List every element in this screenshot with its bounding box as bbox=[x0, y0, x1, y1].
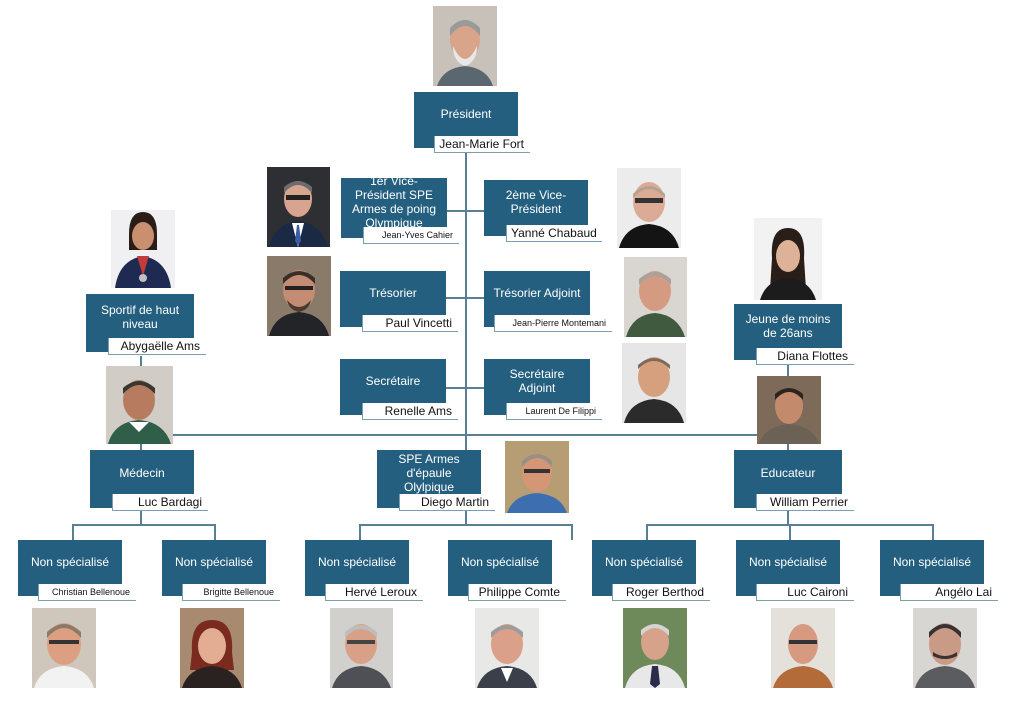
president-name: Jean-Marie Fort bbox=[434, 136, 530, 153]
educator-photo bbox=[757, 376, 821, 444]
member1-role: Non spécialisé bbox=[30, 555, 110, 569]
member6-photo bbox=[771, 608, 835, 688]
vp1-photo bbox=[267, 167, 330, 247]
member4-name: Philippe Comte bbox=[468, 584, 566, 601]
vp2-name: Yanné Chabaud bbox=[506, 225, 602, 242]
connector-center-drop bbox=[465, 510, 467, 526]
connector-m6 bbox=[789, 524, 791, 540]
treasurer-photo bbox=[267, 256, 331, 336]
secretary-adj-role: Secrétaire Adjoint bbox=[509, 367, 565, 395]
connector-right-drop bbox=[787, 510, 789, 526]
athlete-name: Abygaëlle Ams bbox=[108, 338, 206, 355]
vp1-role: 1er Vice-Président SPE Armes de poing Ol… bbox=[351, 174, 437, 230]
connector-main-horizontal bbox=[140, 434, 800, 436]
youth-name: Diana Flottes bbox=[756, 348, 854, 365]
member2-name: Brigitte Bellenoue bbox=[182, 584, 280, 601]
treasurer-role: Trésorier bbox=[369, 286, 417, 300]
vp2-photo bbox=[617, 168, 681, 248]
secretary-adj-photo bbox=[622, 343, 686, 423]
treasurer-name: Paul Vincetti bbox=[362, 315, 458, 332]
member6-role: Non spécialisé bbox=[748, 555, 828, 569]
member3-photo bbox=[330, 608, 393, 688]
member1-photo bbox=[32, 608, 96, 688]
member5-role: Non spécialisé bbox=[604, 555, 684, 569]
connector-m1 bbox=[72, 524, 74, 540]
secretary-role: Secrétaire bbox=[365, 374, 421, 388]
member4-role: Non spécialisé bbox=[460, 555, 540, 569]
member2-photo bbox=[180, 608, 244, 688]
connector-president-trunk bbox=[465, 150, 467, 436]
connector-m2 bbox=[214, 524, 216, 540]
youth-photo bbox=[754, 218, 822, 300]
treasurer-adj-name: Jean-Pierre Montemani bbox=[494, 315, 612, 332]
connector-spe-shoulder bbox=[465, 436, 467, 450]
connector-treasurer-row bbox=[446, 297, 486, 299]
spe-shoulder-role: SPE Armes d'épaule Olylpique bbox=[398, 452, 460, 494]
vp1-name: Jean-Yves Cahier bbox=[363, 227, 459, 244]
connector-m7 bbox=[932, 524, 934, 540]
athlete-photo bbox=[111, 200, 175, 288]
educator-role: Educateur bbox=[760, 466, 816, 480]
connector-left-drop bbox=[140, 510, 142, 526]
connector-vp-row bbox=[446, 210, 486, 212]
athlete-role: Sportif de haut niveau bbox=[100, 303, 180, 331]
member7-photo bbox=[913, 608, 977, 688]
connector-m4 bbox=[571, 524, 573, 540]
treasurer-adj-photo bbox=[624, 257, 687, 337]
doctor-name: Luc Bardagi bbox=[112, 494, 208, 511]
connector-left-branch bbox=[72, 524, 216, 526]
member2-role: Non spécialisé bbox=[174, 555, 254, 569]
connector-m3 bbox=[359, 524, 361, 540]
member3-role: Non spécialisé bbox=[317, 555, 397, 569]
member4-photo bbox=[475, 608, 539, 688]
connector-secretary-row bbox=[446, 387, 486, 389]
treasurer-adj-role: Trésorier Adjoint bbox=[493, 286, 581, 300]
president-photo bbox=[433, 6, 497, 86]
educator-name: William Perrier bbox=[756, 494, 854, 511]
president-role: Président bbox=[440, 107, 492, 121]
member5-name: Roger Berthod bbox=[612, 584, 710, 601]
secretary-name: Renelle Ams bbox=[362, 403, 458, 420]
vp2-role: 2ème Vice-Président bbox=[505, 188, 567, 216]
secretary-adj-name: Laurent De Filippi bbox=[506, 403, 602, 420]
youth-role: Jeune de moins de 26ans bbox=[745, 312, 831, 340]
member7-name: Angélo Lai bbox=[900, 584, 998, 601]
spe-shoulder-photo bbox=[505, 441, 569, 513]
connector-m5 bbox=[646, 524, 648, 540]
member1-name: Christian Bellenoue bbox=[38, 584, 136, 601]
member3-name: Hervé Leroux bbox=[325, 584, 423, 601]
doctor-role: Médecin bbox=[119, 466, 165, 480]
member7-role: Non spécialisé bbox=[892, 555, 972, 569]
member6-name: Luc Caironi bbox=[756, 584, 854, 601]
doctor-photo bbox=[106, 366, 173, 444]
spe-shoulder-name: Diego Martin bbox=[399, 494, 495, 511]
member5-photo bbox=[623, 608, 687, 688]
